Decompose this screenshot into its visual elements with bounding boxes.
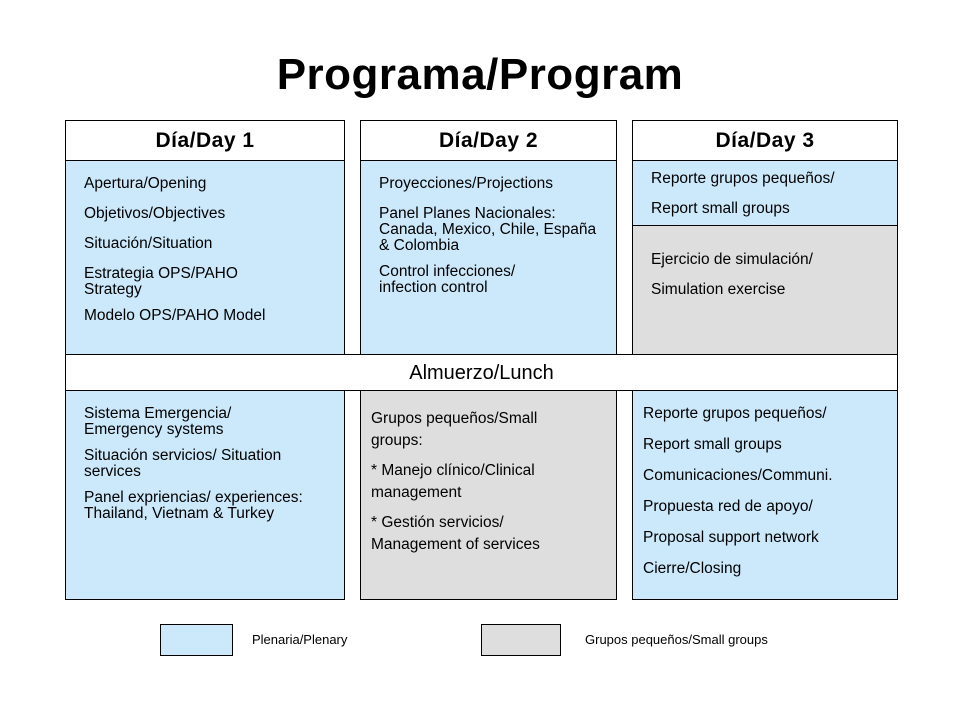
legend-small-groups-swatch (481, 624, 561, 656)
day1-morning-block (65, 160, 345, 355)
list-item: Grupos pequeños/Small groups: (371, 410, 538, 449)
list-item: Modelo OPS/PAHO Model (84, 307, 266, 324)
day2-afternoon-list: Grupos pequeños/Small groups: * Manejo c… (371, 408, 606, 570)
list-item: Cierre/Closing (643, 560, 742, 577)
list-item: Panel expriencias/ experiences: Thailand… (84, 489, 303, 522)
day3-morning-small-block (632, 225, 898, 355)
day1-afternoon-list: Sistema Emergencia/ Emergency systems Si… (84, 406, 329, 536)
list-item: Simulation exercise (651, 281, 786, 298)
legend-plenary-swatch (160, 624, 233, 656)
day1-header: Día/Day 1 (65, 120, 345, 161)
list-item: Panel Planes Nacionales: Canada, Mexico,… (379, 205, 597, 254)
day3-morning-small-list: Ejercicio de simulación/ Simulation exer… (651, 252, 891, 312)
list-item: Propuesta red de apoyo/ (643, 498, 813, 515)
day3-morning-plenary-list: Reporte grupos pequeños/ Report small gr… (651, 171, 891, 217)
day3-afternoon-block (632, 390, 898, 600)
day1-afternoon-block (65, 390, 345, 600)
list-item: Comunicaciones/Communi. (643, 467, 833, 484)
list-item: Ejercicio de simulación/ (651, 251, 813, 268)
list-item: * Gestión servicios/ Management of servi… (371, 514, 540, 553)
list-item: Proyecciones/Projections (379, 175, 554, 192)
list-item: Control infecciones/ infection control (379, 263, 516, 296)
day3-header: Día/Day 3 (632, 120, 898, 161)
list-item: Sistema Emergencia/ Emergency systems (84, 405, 232, 438)
list-item: Situación/Situation (84, 235, 213, 252)
legend-small-groups-label: Grupos pequeños/Small groups (585, 632, 768, 647)
list-item: Report small groups (651, 200, 790, 217)
day2-header: Día/Day 2 (360, 120, 617, 161)
list-item: Apertura/Opening (84, 175, 207, 192)
page-title: Programa/Program (276, 50, 684, 99)
day1-morning-list: Apertura/Opening Objetivos/Objectives Si… (84, 176, 339, 338)
day2-afternoon-block (360, 390, 617, 600)
day2-morning-list: Proyecciones/Projections Panel Planes Na… (379, 176, 609, 310)
list-item: Report small groups (643, 436, 782, 453)
list-item: * Manejo clínico/Clinical management (371, 462, 535, 501)
list-item: Reporte grupos pequeños/ (651, 170, 835, 187)
list-item: Proposal support network (643, 529, 819, 546)
day3-afternoon-list: Reporte grupos pequeños/ Report small gr… (643, 406, 893, 591)
list-item: Objetivos/Objectives (84, 205, 226, 222)
list-item: Estrategia OPS/PAHO Strategy (84, 265, 238, 298)
lunch-band: Almuerzo/Lunch (65, 354, 898, 391)
list-item: Reporte grupos pequeños/ (643, 405, 827, 422)
list-item: Situación servicios/ Situation services (84, 447, 282, 480)
legend-plenary-label: Plenaria/Plenary (252, 632, 348, 647)
